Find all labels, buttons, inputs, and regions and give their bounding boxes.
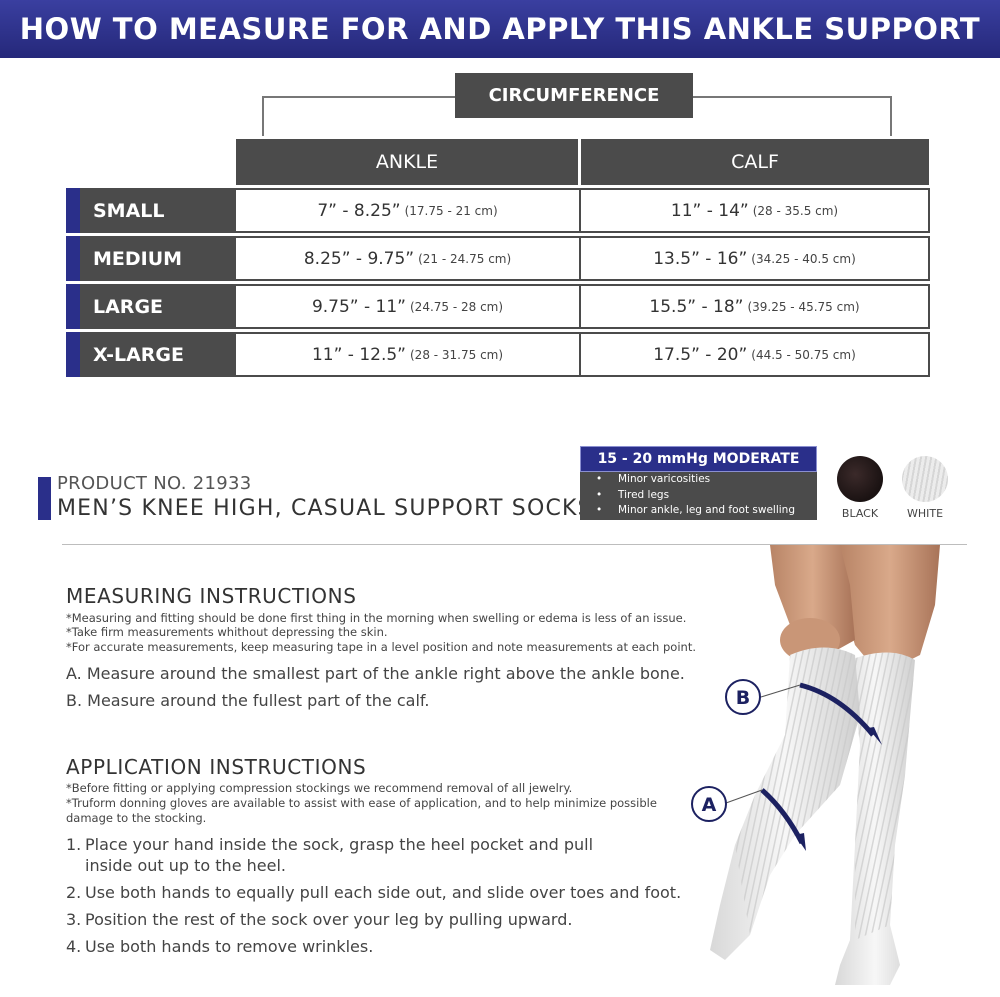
application-step-3: 3.Position the rest of the sock over you… <box>66 909 572 930</box>
ankle-cm: (24.75 - 28 cm) <box>410 299 504 314</box>
compression-level-box: 15 - 20 mmHg MODERATE Minor varicosities… <box>580 446 817 520</box>
measuring-step-b: B. Measure around the fullest part of th… <box>66 691 430 710</box>
calf-cm: (44.5 - 50.75 cm) <box>751 347 856 362</box>
step-number: 4. <box>66 937 82 956</box>
calf-cm: (28 - 35.5 cm) <box>752 203 839 218</box>
step-text: Use both hands to remove wrinkles. <box>85 937 374 956</box>
svg-text:A: A <box>702 794 717 816</box>
application-step-4: 4.Use both hands to remove wrinkles. <box>66 936 373 957</box>
step-number: 3. <box>66 910 82 929</box>
calf-cell: 17.5” - 20” (44.5 - 50.75 cm) <box>579 332 930 377</box>
bracket-right-horizontal <box>693 96 891 98</box>
ankle-inches: 9.75” - 11” <box>311 296 406 317</box>
calf-inches: 13.5” - 16” <box>653 248 748 269</box>
measuring-note: *For accurate measurements, keep measuri… <box>66 640 696 654</box>
size-label-x-large: X-LARGE <box>66 332 234 377</box>
step-number: 2. <box>66 883 82 902</box>
calf-cm: (39.25 - 45.75 cm) <box>747 299 860 314</box>
ankle-inches: 11” - 12.5” <box>311 344 406 365</box>
step-text: Use both hands to equally pull each side… <box>85 883 682 902</box>
ankle-cm: (28 - 31.75 cm) <box>410 347 504 362</box>
application-instructions-title: APPLICATION INSTRUCTIONS <box>66 755 367 779</box>
measuring-instructions-title: MEASURING INSTRUCTIONS <box>66 584 357 608</box>
application-note: damage to the stocking. <box>66 811 207 825</box>
white-color-label: WHITE <box>906 507 944 520</box>
page-title: HOW TO MEASURE FOR AND APPLY THIS ANKLE … <box>19 12 981 46</box>
ankle-inches: 7” - 8.25” <box>317 200 401 221</box>
svg-text:B: B <box>736 687 750 709</box>
bracket-left-vertical <box>262 96 264 136</box>
application-step-2: 2.Use both hands to equally pull each si… <box>66 882 681 903</box>
size-label-large: LARGE <box>66 284 234 329</box>
calf-measure-band <box>799 682 875 737</box>
calf-cell: 11” - 14” (28 - 35.5 cm) <box>579 188 930 233</box>
bracket-right-vertical <box>890 96 892 136</box>
product-accent-bar <box>38 477 51 520</box>
marker-a: A <box>691 786 727 822</box>
calf-inches: 17.5” - 20” <box>653 344 748 365</box>
calf-inches: 15.5” - 18” <box>649 296 744 317</box>
step-text: Position the rest of the sock over your … <box>85 910 573 929</box>
ankle-cm: (17.75 - 21 cm) <box>404 203 498 218</box>
ankle-cell: 11” - 12.5” (28 - 31.75 cm) <box>234 332 581 377</box>
size-label-text: MEDIUM <box>93 247 183 270</box>
measuring-note: *Measuring and fitting should be done fi… <box>66 611 687 625</box>
row-accent <box>66 284 80 329</box>
ankle-cell: 9.75” - 11” (24.75 - 28 cm) <box>234 284 581 329</box>
size-label-small: SMALL <box>66 188 234 233</box>
ankle-cell: 7” - 8.25” (17.75 - 21 cm) <box>234 188 581 233</box>
ankle-cm: (21 - 24.75 cm) <box>418 251 512 266</box>
size-label-text: X-LARGE <box>93 343 185 366</box>
compression-level-title: 15 - 20 mmHg MODERATE <box>580 446 817 472</box>
list-item: Minor varicosities <box>596 472 795 488</box>
measuring-note: *Take firm measurements whithout depress… <box>66 625 388 639</box>
circumference-header: CIRCUMFERENCE <box>455 73 693 118</box>
bracket-left-horizontal <box>262 96 455 98</box>
column-header-calf: CALF <box>581 139 929 185</box>
black-color-swatch <box>837 456 883 502</box>
marker-b: B <box>725 679 761 715</box>
size-label-text: LARGE <box>93 295 164 318</box>
row-accent <box>66 188 80 233</box>
product-name: MEN’S KNEE HIGH, CASUAL SUPPORT SOCKS <box>57 496 593 521</box>
row-accent <box>66 236 80 281</box>
header-banner: HOW TO MEASURE FOR AND APPLY THIS ANKLE … <box>0 0 1000 58</box>
measuring-step-a: A. Measure around the smallest part of t… <box>66 664 685 683</box>
product-number: PRODUCT NO. 21933 <box>57 473 252 494</box>
compression-indications-list: Minor varicosities Tired legs Minor ankl… <box>580 472 795 519</box>
application-note: *Truform donning gloves are available to… <box>66 796 657 810</box>
column-header-ankle: ANKLE <box>236 139 578 185</box>
size-label-medium: MEDIUM <box>66 236 234 281</box>
list-item: Minor ankle, leg and foot swelling <box>596 503 795 519</box>
calf-inches: 11” - 14” <box>670 200 749 221</box>
ankle-inches: 8.25” - 9.75” <box>303 248 415 269</box>
size-label-text: SMALL <box>93 199 165 222</box>
legs-illustration: B A <box>691 545 940 985</box>
back-leg-skin <box>840 545 940 675</box>
calf-cm: (34.25 - 40.5 cm) <box>751 251 856 266</box>
ankle-cell: 8.25” - 9.75” (21 - 24.75 cm) <box>234 236 581 281</box>
row-accent <box>66 332 80 377</box>
calf-cell: 15.5” - 18” (39.25 - 45.75 cm) <box>579 284 930 329</box>
application-note: *Before fitting or applying compression … <box>66 781 573 795</box>
black-color-label: BLACK <box>841 507 879 520</box>
calf-cell: 13.5” - 16” (34.25 - 40.5 cm) <box>579 236 930 281</box>
step-number: 1. <box>66 835 82 854</box>
application-step-1: 1.Place your hand inside the sock, grasp… <box>66 834 593 876</box>
section-divider <box>62 544 967 545</box>
step-text-continued: inside out up to the heel. <box>85 856 286 875</box>
step-text: Place your hand inside the sock, grasp t… <box>85 835 594 854</box>
white-color-swatch <box>902 456 948 502</box>
list-item: Tired legs <box>596 488 795 504</box>
